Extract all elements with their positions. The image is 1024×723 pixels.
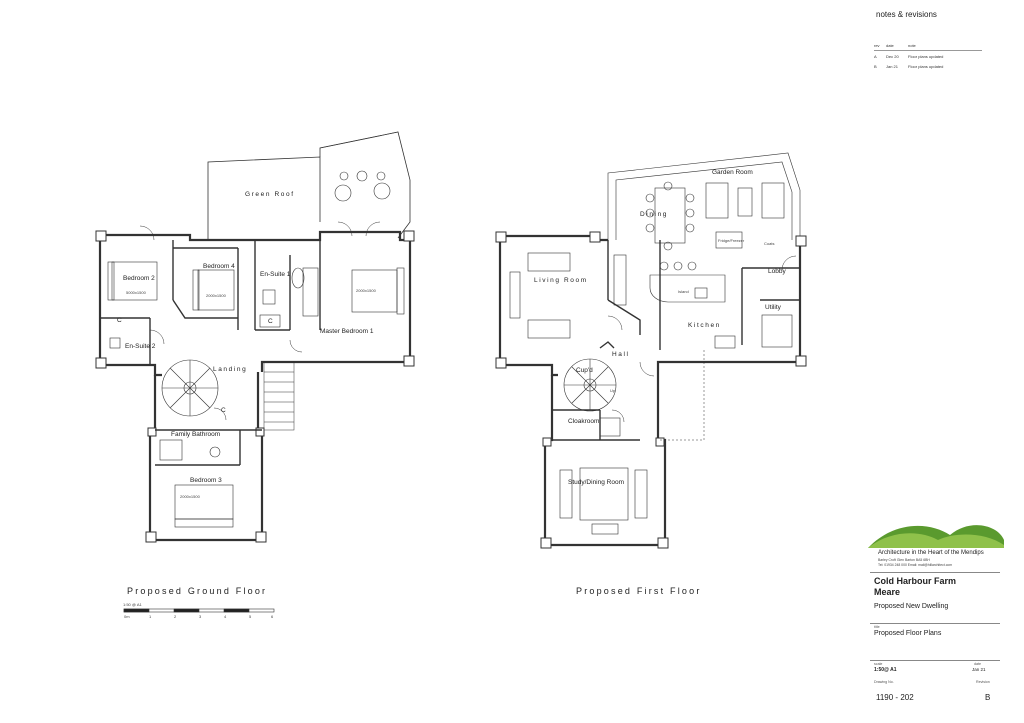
room-label-hall: Hall (612, 351, 630, 358)
first-floor-piers (495, 231, 807, 549)
project-name-line-2: Meare (874, 587, 901, 597)
ground-floor-piers (95, 230, 415, 543)
scale-tick: 6 (271, 614, 274, 619)
scale-bar (123, 608, 275, 613)
revision-code: B (874, 63, 877, 69)
scale-tick: 2 (174, 614, 177, 619)
drawing-date: Jan 21 (972, 667, 986, 672)
first-floor-spiral-stair (563, 358, 617, 412)
drawing-number-caption: Drawing No. (874, 680, 894, 684)
bed-size-bedroom-4: 2000x1500 (206, 293, 227, 298)
green-roof-outline (207, 131, 411, 240)
divider (870, 660, 1000, 661)
cupboard-label-1: C (117, 317, 122, 324)
brand-hills-logo (868, 525, 1004, 548)
brand-address: Barley Croft Glen Barton BA5 6BH (878, 558, 930, 562)
project-description: Proposed New Dwelling (874, 603, 949, 610)
room-label-cloakroom: Cloakroom (568, 418, 599, 425)
drawing-number: 1190 - 202 (876, 693, 914, 702)
scale-caption: scale (874, 662, 883, 666)
room-label-study-dining: Study/Dining Room (568, 479, 624, 486)
room-label-bedroom-3: Bedroom 3 (190, 477, 222, 484)
room-label-bedroom-2: Bedroom 2 (123, 275, 155, 282)
title-caption: title (874, 625, 880, 629)
room-label-landing: Landing (213, 366, 247, 373)
project-name: Cold Harbour Farm Meare (874, 576, 1004, 598)
scale-tick: 0m (124, 614, 130, 619)
garden-room-outline (607, 152, 801, 240)
scale-bar-ticks: 0m 1 2 3 4 5 6 (124, 614, 274, 619)
room-label-dining: Dining (640, 211, 668, 218)
scale-tick: 4 (224, 614, 227, 619)
stair-up-label: Up (610, 388, 616, 393)
drawing-title: Proposed Floor Plans (874, 630, 942, 637)
external-steps (263, 361, 295, 431)
room-label-en-suite-1: En-Suite 1 (260, 271, 291, 278)
scale-tick: 1 (149, 614, 152, 619)
revision-caption: Revision (976, 680, 990, 684)
cupboard-label-3: C (221, 407, 226, 414)
room-label-living-room: Living Room (534, 277, 588, 284)
room-label-en-suite-2: En-Suite 2 (125, 343, 156, 350)
first-floor-dashed-outline (660, 350, 705, 441)
scale-tick: 3 (199, 614, 202, 619)
room-label-garden-room: Garden Room (712, 169, 753, 176)
room-label-cupd: Cup'd (576, 367, 593, 374)
revision-row: A Dec 20 Floor plans updated (874, 51, 982, 61)
scale-tick: 5 (249, 614, 252, 619)
date-column-header: date (886, 42, 894, 48)
ground-floor-spiral-stair (161, 359, 219, 417)
room-label-bedroom-4: Bedroom 4 (203, 263, 235, 270)
first-floor-title: Proposed First Floor (576, 586, 702, 596)
divider (870, 623, 1000, 624)
brand-contact: Tel: 01934 248 000 Email: mail@hillarchi… (878, 563, 953, 567)
first-floor-doors (607, 255, 797, 423)
cupboard-label-2: C (268, 318, 273, 325)
notes-revisions-title: notes & revisions (876, 10, 937, 19)
scale-bar-caption: 1:50 @ A1 (123, 602, 143, 607)
label-fridge-freezer: Fridge/Freezer (718, 238, 745, 243)
ground-floor-internal-walls (100, 240, 321, 466)
ground-floor-furniture (107, 261, 405, 528)
drawing-revision: B (985, 693, 991, 702)
room-label-kitchen: Kitchen (688, 322, 721, 329)
revision-code: A (874, 53, 877, 59)
first-floor-furniture (509, 181, 793, 535)
divider (870, 572, 1000, 573)
revision-table-header: rev date note (874, 40, 982, 51)
revision-date: Dec 20 (886, 53, 899, 59)
terrace-chairs (334, 170, 391, 202)
bed-size-master: 2000x1500 (356, 288, 377, 293)
label-coats: Coats (764, 241, 774, 246)
bed-size-bedroom-3: 2000x1500 (180, 494, 201, 499)
room-label-green-roof: Green Roof (245, 191, 295, 198)
label-island: Island (678, 289, 689, 294)
date-caption: date (974, 662, 981, 666)
room-label-family-bathroom: Family Bathroom (171, 431, 220, 438)
room-label-utility: Utility (765, 304, 782, 311)
revision-table: rev date note A Dec 20 Floor plans updat… (874, 40, 982, 71)
drawing-scale: 1:50@ A1 (874, 667, 897, 673)
brand-tagline: Architecture in the Heart of the Mendips (878, 550, 984, 556)
revision-note: Floor plans updated (908, 53, 944, 59)
revision-row: B Jan 21 Floor plans updated (874, 61, 982, 71)
ground-floor-doors (139, 221, 381, 421)
revision-note: Floor plans updated (908, 63, 944, 69)
bed-size-bedroom-2: 5000x1500 (126, 290, 147, 295)
room-label-master-bedroom: Master Bedroom 1 (320, 328, 374, 335)
note-column-header: note (908, 42, 916, 48)
ground-floor-title: Proposed Ground Floor (127, 586, 267, 596)
first-floor-internal-walls (552, 240, 800, 441)
project-name-line-1: Cold Harbour Farm (874, 576, 957, 586)
room-label-lobby: Lobby (768, 268, 786, 275)
revision-date: Jan 21 (886, 63, 899, 69)
rev-column-header: rev (874, 42, 880, 48)
